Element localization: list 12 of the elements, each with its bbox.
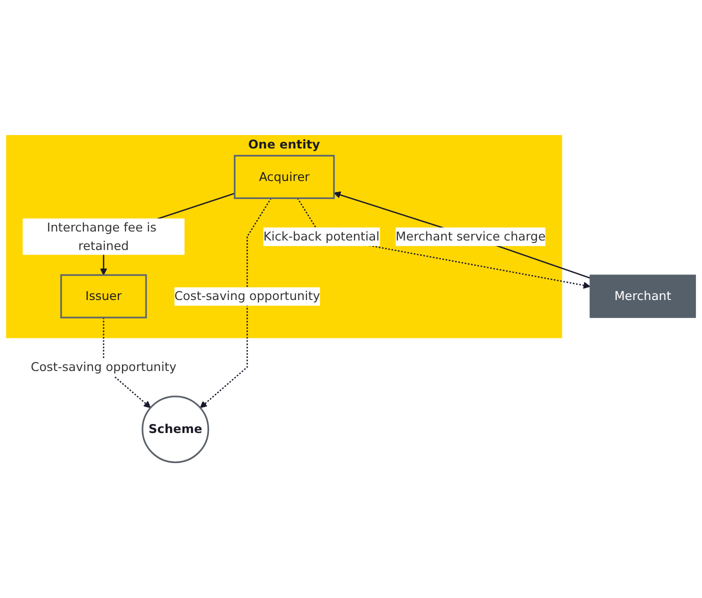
arrow (200, 198, 272, 408)
edge-label: Cost-saving opportunity (174, 288, 320, 304)
node-circle: Scheme (142, 396, 210, 464)
node-box: Merchant (590, 274, 696, 318)
edge-label: Cost-saving opportunity (30, 360, 176, 374)
edge-label: Merchant service charge (396, 229, 546, 244)
arrow (334, 192, 590, 279)
node-box: Issuer (60, 274, 147, 318)
arrow (296, 198, 590, 289)
edge-label: Interchange fee is retained (46, 220, 156, 253)
edge-label: Kick-back potential (263, 229, 380, 244)
node-box: Acquirer (234, 155, 335, 200)
